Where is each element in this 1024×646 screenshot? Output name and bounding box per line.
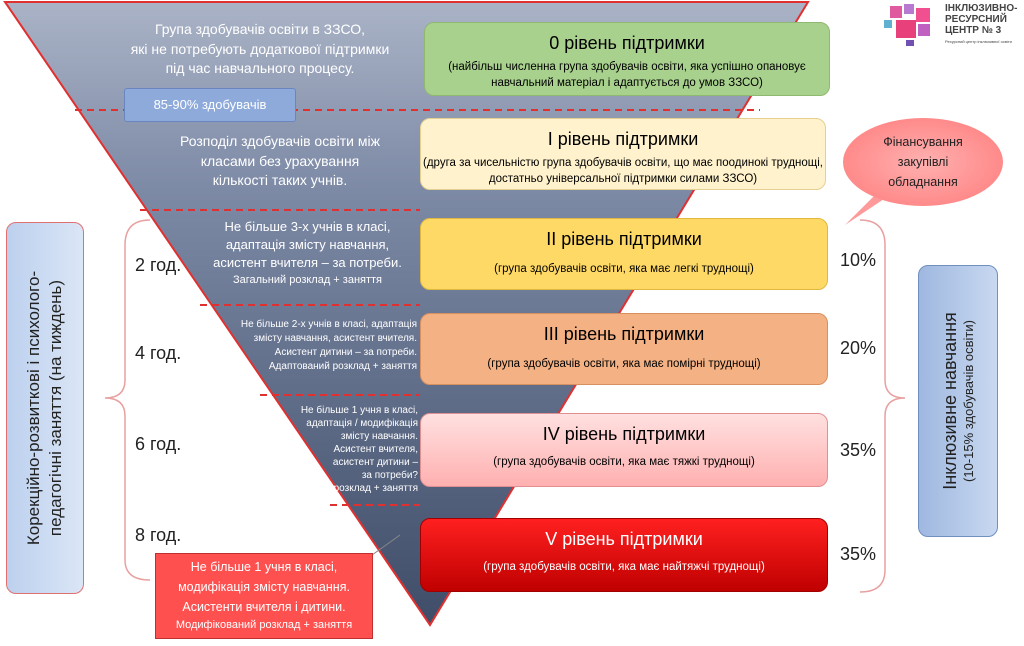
level-title: IV рівень підтримки [542, 424, 706, 444]
logo-line: РЕСУРСНИЙ [945, 14, 1007, 25]
text-line: Група здобувачів освіти в ЗЗСО, [154, 21, 366, 37]
text-line: адаптація / модифікація [306, 418, 418, 429]
share-badge: 85-90% здобувачів [124, 88, 296, 122]
logo-text: ІНКЛЮЗИВНО- РЕСУРСНИЙ ЦЕНТР № 3 Ресурсни… [945, 3, 1017, 47]
left-label-line: педагогічні заняття (на тиждень) [46, 279, 65, 537]
text-line: Асистенти вчителя і дитини. [182, 600, 346, 614]
text-line: асистент дитини – [332, 457, 418, 468]
level-desc: (найбільш численна група здобувачів осві… [448, 61, 806, 89]
left-label-box: Корекційно-розвиткові і психолого- педаг… [6, 222, 84, 594]
logo-icon [882, 4, 942, 46]
logo-line: ЦЕНТР № 3 [945, 25, 1002, 36]
text-line: Загальний розклад + заняття [232, 273, 383, 286]
text-line: під час навчального процесу. [165, 60, 355, 77]
level5-note: Не більше 1 учня в класі, модифікація змі… [155, 553, 373, 639]
level-3-box: ІІІ рівень підтримки (група здобувачів ос… [420, 313, 828, 385]
text-line: Асистент вчителя, [333, 444, 418, 455]
text-line: Модифікований розклад + заняття [175, 619, 353, 631]
left-label-line: Корекційно-розвиткові і психолого- [23, 270, 43, 546]
level-0-box: 0 рівень підтримки (найбільш численна гру… [424, 22, 830, 96]
right-label-title: Інклюзивне навчання [940, 312, 960, 490]
text-line: Не більше 3-х учнів в класі, [224, 219, 391, 234]
percent-level-3: 20% [840, 338, 877, 358]
text-line: Не більше 1 учня в класі, [190, 560, 338, 574]
level2-text: Не більше 3-х учнів в класі, адаптація зм… [200, 218, 415, 288]
text-line: адаптація змісту навчання, [225, 237, 390, 253]
level-desc: (група здобувачів освіти, яка має найтяж… [483, 561, 765, 573]
text-line: за потреби? [361, 470, 418, 481]
connector [371, 534, 401, 556]
logo-tagline: Ресурсний центр інклюзивної освіти [945, 39, 1012, 44]
text-line: А/М розклад + заняття [313, 483, 418, 494]
level-title: 0 рівень підтримки [549, 33, 705, 53]
level-2-box: ІІ рівень підтримки (група здобувачів осв… [420, 218, 828, 290]
logo-line: ІНКЛЮЗИВНО- [945, 3, 1018, 14]
level3-text: Не більше 2-х учнів в класі, адаптація зм… [232, 318, 417, 374]
hours-level-4: 6 год. [135, 434, 182, 454]
text-line: класами без урахування [200, 152, 360, 169]
text-line: Розподіл здобувачів освіти між [180, 133, 380, 149]
level0-text: Група здобувачів освіти в ЗЗСО, які не по… [100, 20, 420, 79]
text-line: Асистент дитини – за потреби. [274, 347, 417, 358]
level-4-box: IV рівень підтримки (група здобувачів осв… [420, 413, 828, 487]
text-line: асистент вчителя – за потреби. [213, 255, 402, 271]
percent-level-4: 35% [840, 440, 877, 460]
level-desc: (група здобувачів освіти, яка має помірн… [487, 358, 761, 370]
level-title: V рівень підтримки [545, 529, 703, 549]
percent-level-5: 35% [840, 544, 877, 564]
text-line: Не більше 2-х учнів в класі, адаптація [240, 319, 417, 330]
left-brace [104, 219, 151, 581]
hours-level-3: 4 год. [135, 343, 182, 363]
level-title: І рівень підтримки [547, 129, 699, 149]
right-label-sub: (10-15% здобувачів освіти) [961, 320, 976, 482]
level-desc: (група здобувачів освіти, яка має легкі … [494, 263, 754, 275]
level-desc: (група здобувачів освіти, яка має тяжкі … [493, 456, 755, 468]
text-line: Адаптований розклад + заняття [268, 361, 417, 372]
right-brace [859, 219, 906, 593]
level1-text: Розподіл здобувачів освіти між класами бе… [150, 132, 410, 191]
level-5-box: V рівень підтримки (група здобувачів осві… [420, 518, 828, 592]
text-line: Не більше 1 учня в класі, [300, 405, 418, 416]
text-line: модифікація змісту навчання. [178, 580, 350, 594]
level-desc: (друга за чисельністю група здобувачів о… [423, 157, 823, 185]
text-line: кількості таких учнів. [212, 172, 348, 189]
level-title: ІІІ рівень підтримки [543, 324, 705, 344]
level-1-box: І рівень підтримки (друга за чисельністю … [420, 118, 826, 190]
percent-level-2: 10% [840, 250, 877, 270]
level-title: ІІ рівень підтримки [546, 229, 702, 249]
right-label-box: Інклюзивне навчання (10-15% здобувачів о… [918, 265, 998, 537]
hours-level-5: 8 год. [135, 525, 182, 545]
hours-level-2: 2 год. [135, 255, 182, 275]
funding-bubble: Фінансування закупівлі обладнання [843, 118, 1003, 206]
level4-text: Не більше 1 учня в класі, адаптація / мод… [285, 404, 418, 495]
text-line: змісту навчання, асистент вчителя. [253, 333, 417, 344]
text-line: змісту навчання. [340, 431, 418, 442]
text-line: які не потребують додаткової підтримки [130, 40, 390, 57]
